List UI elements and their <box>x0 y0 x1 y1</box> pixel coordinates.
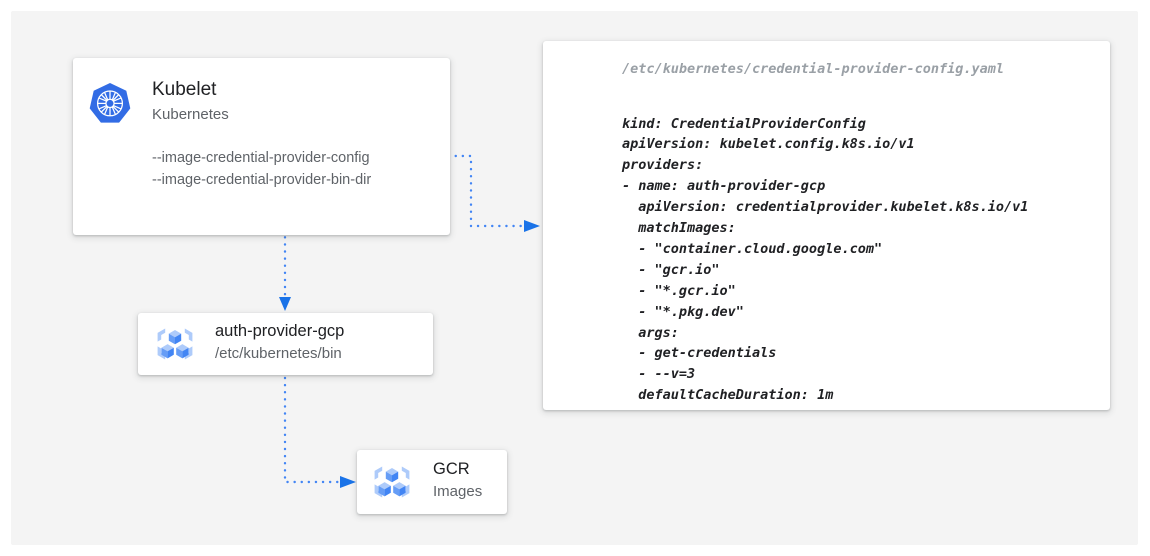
kubelet-flag-bin-dir: --image-credential-provider-bin-dir <box>152 172 372 188</box>
kubelet-flag-config: --image-credential-provider-config <box>152 150 370 166</box>
kubelet-title: Kubelet <box>152 79 217 100</box>
auth-provider-gcp-subtitle: /etc/kubernetes/bin <box>215 345 342 362</box>
config-file-path: /etc/kubernetes/credential-provider-conf… <box>622 61 1005 77</box>
gcr-subtitle: Images <box>433 483 483 500</box>
auth-provider-gcp-title: auth-provider-gcp <box>215 322 345 340</box>
gcr-card[interactable]: GCR Images <box>357 450 507 514</box>
kubernetes-logo-icon <box>89 83 131 123</box>
config-file-body: kind: CredentialProviderConfig apiVersio… <box>622 115 1029 404</box>
kubelet-subtitle: Kubernetes <box>152 106 229 123</box>
auth-provider-gcp-card[interactable]: auth-provider-gcp /etc/kubernetes/bin <box>138 313 433 375</box>
gcp-container-registry-icon <box>157 328 193 360</box>
kubelet-card[interactable]: Kubelet Kubernetes --image-credential-pr… <box>73 58 450 235</box>
credential-provider-config-card[interactable]: /etc/kubernetes/credential-provider-conf… <box>543 41 1110 410</box>
gcr-title: GCR <box>433 460 470 478</box>
gcp-container-registry-icon <box>374 466 410 498</box>
